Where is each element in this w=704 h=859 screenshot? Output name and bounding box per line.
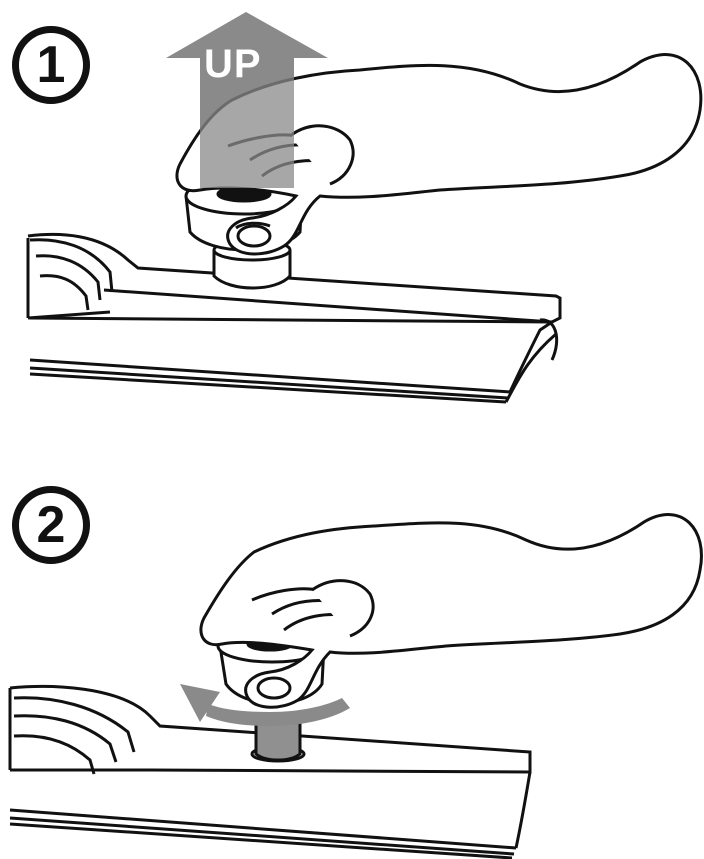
step-2-illustration [0, 470, 704, 859]
step-1-number-icon: 1 [12, 26, 90, 104]
step-2-number: 2 [37, 499, 66, 551]
up-arrow-label: UP [204, 42, 262, 87]
hand [201, 515, 702, 708]
mounting-rail [28, 234, 560, 402]
step-2-panel: 2 [0, 470, 704, 859]
knob-collar [252, 722, 304, 761]
step-1-panel: 1 UP [0, 0, 704, 420]
step-1-illustration [0, 0, 704, 420]
step-2-number-icon: 2 [12, 486, 90, 564]
step-1-number: 1 [37, 39, 66, 91]
